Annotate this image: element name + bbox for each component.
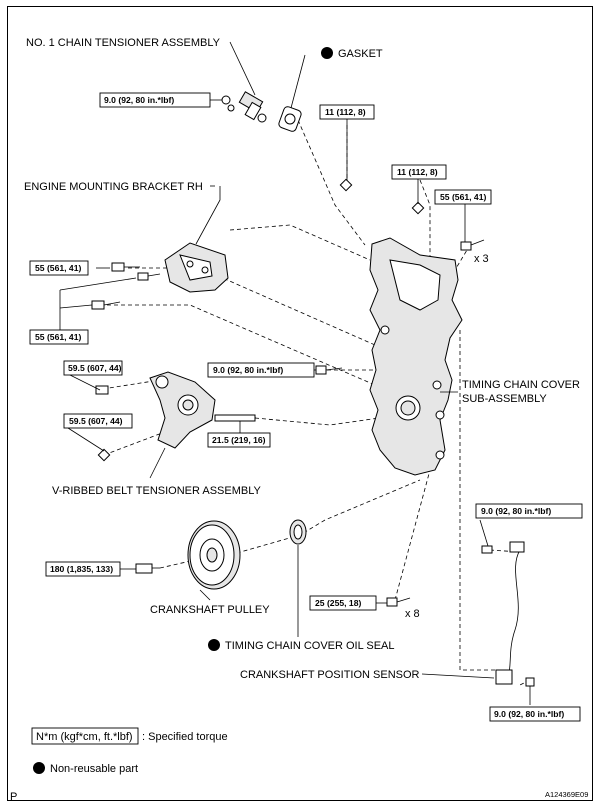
legend-torque-unit: N*m (kgf*cm, ft.*lbf)	[36, 731, 133, 743]
label-gasket: GASKET	[338, 48, 383, 60]
svg-text:55 (561, 41): 55 (561, 41)	[35, 263, 81, 273]
svg-text:9.0 (92, 80 in.*lbf): 9.0 (92, 80 in.*lbf)	[104, 95, 174, 105]
torque-sensor-bottom: 9.0 (92, 80 in.*lbf)	[489, 706, 581, 722]
bracket-bolts	[91, 262, 161, 310]
engine-mounting-bracket	[164, 242, 229, 293]
label-crank-sensor: CRANKSHAFT POSITION SENSOR	[240, 669, 420, 681]
svg-text:55 (561, 41): 55 (561, 41)	[35, 332, 81, 342]
torque-bracket-lower: 55 (561, 41)	[29, 329, 89, 345]
crankshaft-pulley	[135, 520, 241, 590]
non-reusable-marker-oil-seal	[208, 639, 220, 651]
svg-text:11 (112, 8): 11 (112, 8)	[397, 167, 438, 177]
torque-nut-right: 11 (112, 8)	[391, 164, 447, 180]
legend: N*m (kgf*cm, ft.*lbf) : Specified torque…	[31, 727, 228, 775]
torque-cover-bolts-25: 25 (255, 18)	[309, 595, 387, 611]
label-timing-cover-1: TIMING CHAIN COVER	[462, 379, 580, 391]
legend-torque-desc: : Specified torque	[142, 731, 228, 743]
svg-text:59.5 (607, 44): 59.5 (607, 44)	[69, 416, 123, 426]
label-crank-pulley: CRANKSHAFT PULLEY	[150, 604, 270, 616]
cover-fasteners	[315, 178, 485, 607]
crankshaft-position-sensor	[481, 541, 535, 687]
legend-non-reusable-icon	[33, 762, 45, 774]
label-engine-bracket: ENGINE MOUNTING BRACKET RH	[24, 181, 203, 193]
label-timing-cover-2: SUB-ASSEMBLY	[462, 393, 547, 405]
v-ribbed-belt-tensioner	[95, 371, 256, 462]
svg-text:9.0 (92, 80 in.*lbf): 9.0 (92, 80 in.*lbf)	[494, 709, 564, 719]
label-chain-tensioner: NO. 1 CHAIN TENSIONER ASSEMBLY	[26, 37, 221, 49]
svg-text:9.0 (92, 80 in.*lbf): 9.0 (92, 80 in.*lbf)	[213, 365, 283, 375]
label-belt-tensioner: V-RIBBED BELT TENSIONER ASSEMBLY	[52, 485, 262, 497]
diagram-frame	[7, 6, 593, 801]
legend-non-reusable: Non-reusable part	[50, 763, 138, 775]
svg-text:11 (112, 8): 11 (112, 8)	[325, 107, 366, 117]
torque-cover-bolt-55: 55 (561, 41)	[434, 189, 492, 205]
torque-cover-center-bolt: 9.0 (92, 80 in.*lbf)	[207, 362, 315, 378]
svg-text:55 (561, 41): 55 (561, 41)	[440, 192, 486, 202]
torque-tensioner-bolt: 9.0 (92, 80 in.*lbf)	[99, 92, 222, 108]
multiplier-x3: x 3	[474, 253, 489, 265]
chain-tensioner-assembly	[221, 91, 267, 123]
oil-seal	[289, 519, 307, 545]
torque-bracket-upper: 55 (561, 41)	[29, 260, 89, 276]
label-oil-seal: TIMING CHAIN COVER OIL SEAL	[225, 640, 395, 652]
svg-text:59.5 (607, 44): 59.5 (607, 44)	[68, 363, 122, 373]
torque-stud: 21.5 (219, 16)	[207, 421, 271, 448]
svg-text:25 (255, 18): 25 (255, 18)	[315, 598, 361, 608]
torque-sensor-top: 9.0 (92, 80 in.*lbf)	[475, 503, 583, 519]
svg-text:180 (1,835, 133): 180 (1,835, 133)	[50, 564, 113, 574]
timing-chain-cover	[369, 237, 463, 476]
figure-code: A124369E09	[545, 790, 588, 799]
non-reusable-marker-gasket	[321, 47, 333, 59]
legend-torque-box	[31, 727, 139, 745]
footer-left: P	[10, 791, 17, 803]
gasket-part	[278, 106, 302, 132]
torque-belt-tensioner-nut: 59.5 (607, 44)	[63, 413, 133, 429]
multiplier-x8: x 8	[405, 608, 420, 620]
torque-pulley-bolt: 180 (1,835, 133)	[45, 561, 136, 577]
svg-text:9.0 (92, 80 in.*lbf): 9.0 (92, 80 in.*lbf)	[481, 506, 551, 516]
torque-nut-top: 11 (112, 8)	[319, 104, 375, 120]
svg-text:21.5 (219, 16): 21.5 (219, 16)	[212, 435, 266, 445]
torque-belt-tensioner-bolt: 59.5 (607, 44)	[63, 360, 123, 376]
